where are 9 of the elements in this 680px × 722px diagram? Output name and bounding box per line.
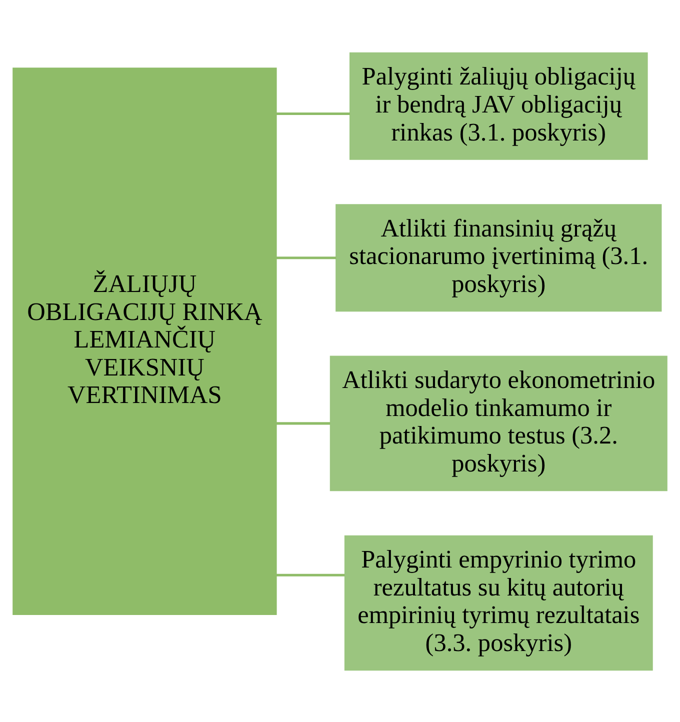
connector — [276, 573, 345, 576]
node-box: Palyginti žaliųjų obligacijų ir bendrą JAV obligacijų rinkas (3.1. poskyris) — [349, 52, 648, 160]
node-box: Atlikti sudaryto ekonometrinio modelio tinkamumo ir patikimumo testus (3.2. poskyris) — [330, 355, 668, 491]
node-box: ŽALIŲJŲ OBLIGACIJŲ RINKĄ LEMIANČIŲ VEIKSNIŲ VERTINIMAS — [12, 67, 277, 614]
connector — [276, 112, 350, 114]
node-box: Palyginti empyrinio tyrimo rezultatus su kitų autorių empirinių tyrimų rezultatais (3.3. poskyris) — [344, 534, 653, 670]
node-box: Atlikti finansinių grąžų stacionarumo įvertinimą (3.1. poskyris) — [336, 204, 662, 312]
connector — [276, 422, 330, 424]
connector — [276, 256, 336, 259]
